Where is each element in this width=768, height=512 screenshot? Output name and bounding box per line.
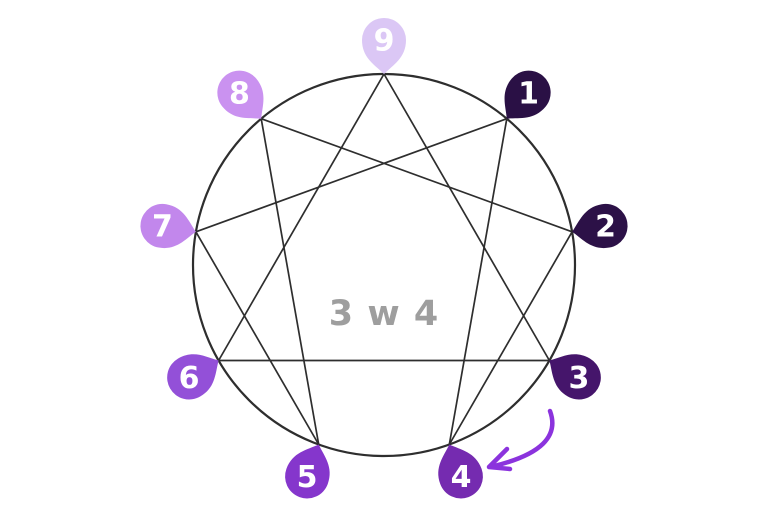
connection-lines: [195, 73, 573, 445]
pin-shape-2: [572, 203, 628, 249]
connection-4-2: [448, 231, 573, 445]
pin-number-3: 3: [568, 361, 589, 396]
pin-9: [362, 18, 406, 74]
connection-5-7: [195, 231, 320, 445]
pin-number-2: 2: [595, 210, 616, 245]
connection-6-9: [217, 73, 385, 361]
pin-8: [217, 70, 264, 119]
pin-4: [438, 444, 483, 499]
pin-7: [140, 203, 196, 249]
pin-6: [167, 354, 219, 400]
clockwise-arrow-head: [486, 446, 513, 472]
clockwise-arrow-curve: [491, 408, 555, 469]
connection-7-1: [195, 117, 508, 233]
pin-number-6: 6: [179, 361, 200, 396]
pin-shape-3: [549, 354, 601, 400]
pin-shape-4: [438, 444, 483, 499]
pin-3: [549, 354, 601, 400]
pin-number-4: 4: [451, 460, 472, 495]
enneagram-circle: [191, 72, 577, 458]
pin-shape-8: [217, 70, 264, 119]
connection-8-5: [260, 118, 320, 445]
pin-5: [285, 444, 330, 499]
pin-shape-5: [285, 444, 330, 499]
pin-2: [572, 203, 628, 249]
wing-label: 3 w 4: [329, 294, 439, 334]
pin-1: [504, 70, 551, 119]
connection-1-4: [448, 118, 508, 445]
pin-shape-6: [167, 354, 219, 400]
type-pins: 1 2 3 4 5 6 7 8 9: [140, 18, 628, 499]
pin-shape-7: [140, 203, 196, 249]
clockwise-arrow: [486, 408, 555, 472]
pin-number-5: 5: [297, 460, 318, 495]
pin-shape-9: [362, 18, 406, 74]
connection-2-8: [260, 117, 573, 233]
pin-number-8: 8: [229, 76, 250, 111]
connection-9-3: [383, 73, 551, 361]
pin-number-9: 9: [374, 24, 395, 59]
pin-number-1: 1: [518, 76, 539, 111]
pin-number-7: 7: [152, 210, 173, 245]
pin-shape-1: [504, 70, 551, 119]
